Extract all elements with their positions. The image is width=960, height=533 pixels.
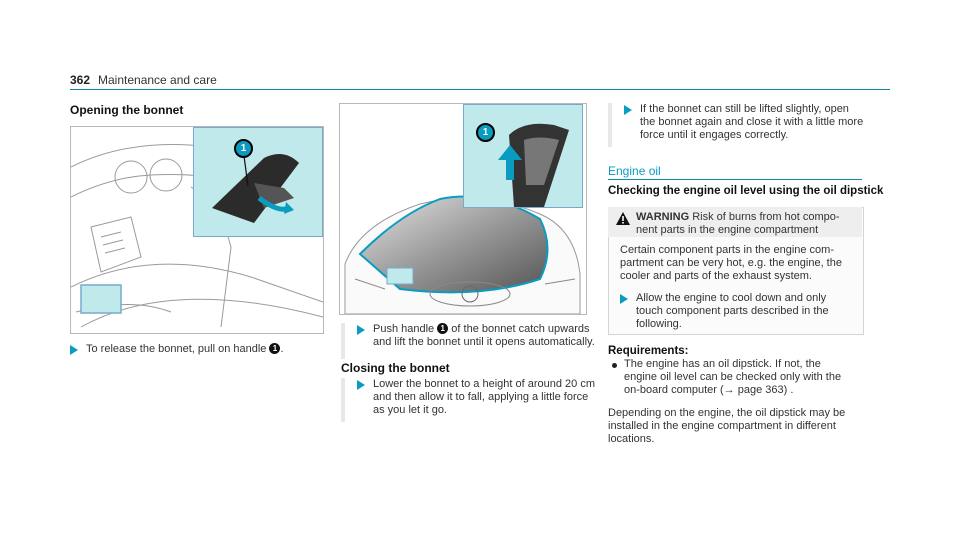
requirements-heading: Requirements:: [608, 345, 689, 357]
warning-line: Risk of burns from hot compo-: [692, 211, 840, 223]
warning-text: Certain component parts in the engine co…: [620, 244, 860, 283]
section-rule: [608, 179, 862, 180]
warning-text-line: Certain component parts in the engine co…: [620, 244, 835, 256]
dipstick-subheading: Checking the engine oil level using the …: [608, 185, 884, 197]
warning-text-line: cooler and parts of the exhaust system.: [620, 270, 812, 282]
figure-interior-handle: 1: [70, 126, 324, 334]
paragraph-line: Depending on the engine, the oil dipstic…: [608, 407, 846, 419]
figure-bonnet-catch: 1: [339, 103, 587, 315]
requirement-line: The engine has an oil dipstick. If not, …: [624, 358, 821, 370]
relift-line: force until it engages correctly.: [640, 129, 789, 141]
closing-line: as you let it go.: [373, 404, 447, 416]
bullet-icon: [612, 363, 617, 368]
push-handle-text-3: and lift the bonnet until it opens autom…: [373, 336, 595, 348]
page-title: Maintenance and care: [98, 73, 217, 87]
handle-badge: 1: [269, 343, 281, 354]
step-arrow-icon: [357, 325, 365, 335]
requirement-line: engine oil level can be checked only wit…: [624, 371, 842, 383]
step-bar: [341, 378, 345, 422]
requirement-line: on-board computer (→ page 363) .: [624, 384, 794, 396]
catch-inset: 1: [463, 104, 583, 208]
opening-bonnet-heading: Opening the bonnet: [70, 103, 184, 117]
header-rule: [70, 89, 890, 90]
callout-1-badge: 1: [234, 139, 253, 158]
warning-line: nent parts in the engine compartment: [636, 224, 819, 236]
opening-step-end: .: [280, 343, 284, 355]
page-number: 362: [70, 73, 91, 87]
push-handle-text-2: of the bonnet catch upwards: [451, 323, 590, 335]
paragraph-line: locations.: [608, 433, 655, 445]
step-arrow-icon: [357, 380, 365, 390]
engine-oil-section-heading: Engine oil: [608, 164, 661, 178]
dipstick-location-paragraph: Depending on the engine, the oil dipstic…: [608, 407, 878, 446]
relift-step: If the bonnet can still be lifted slight…: [640, 103, 890, 142]
callout-1-badge: 1: [476, 123, 495, 142]
step-bar: [341, 323, 345, 359]
catch-detail: [498, 123, 569, 207]
interior-sketch: [71, 144, 323, 328]
warning-text-line: partment can be very hot, e.g. the engin…: [620, 257, 842, 269]
opening-step: To release the bonnet, pull on handle 1.: [86, 343, 326, 356]
handle-inset: 1: [193, 127, 323, 237]
warning-step-line: Allow the engine to cool down and only: [636, 292, 827, 304]
step-arrow-icon: [620, 294, 628, 304]
warning-step-line: following.: [636, 318, 682, 330]
push-handle-step: Push handle 1 of the bonnet catch upward…: [373, 323, 595, 349]
closing-step: Lower the bonnet to a height of around 2…: [373, 378, 595, 417]
step-arrow-icon: [624, 105, 632, 115]
handle-badge: 1: [437, 323, 449, 334]
warning-header: [608, 207, 862, 237]
closing-line: and then allow it to fall, applying a li…: [373, 391, 589, 403]
closing-line: Lower the bonnet to a height of around 2…: [373, 378, 595, 390]
step-bar: [608, 103, 612, 147]
warning-step-line: touch component parts described in the: [636, 305, 829, 317]
opening-step-text: To release the bonnet, pull on handle: [86, 343, 267, 355]
requirement-item: The engine has an oil dipstick. If not, …: [624, 358, 874, 397]
closing-bonnet-heading: Closing the bonnet: [341, 361, 450, 375]
relift-line: the bonnet again and close it with a lit…: [640, 116, 864, 128]
paragraph-line: installed in the engine compartment in d…: [608, 420, 836, 432]
warning-title: WARNING Risk of burns from hot compo- ne…: [636, 211, 858, 237]
relift-line: If the bonnet can still be lifted slight…: [640, 103, 849, 115]
push-handle-text: Push handle: [373, 323, 435, 335]
warning-icon: [616, 212, 630, 225]
car-front-sketch: [344, 195, 581, 314]
warning-label: WARNING: [636, 211, 690, 223]
handle-detail: [212, 154, 299, 223]
step-arrow-icon: [70, 345, 78, 355]
warning-step: Allow the engine to cool down and only t…: [636, 292, 860, 331]
